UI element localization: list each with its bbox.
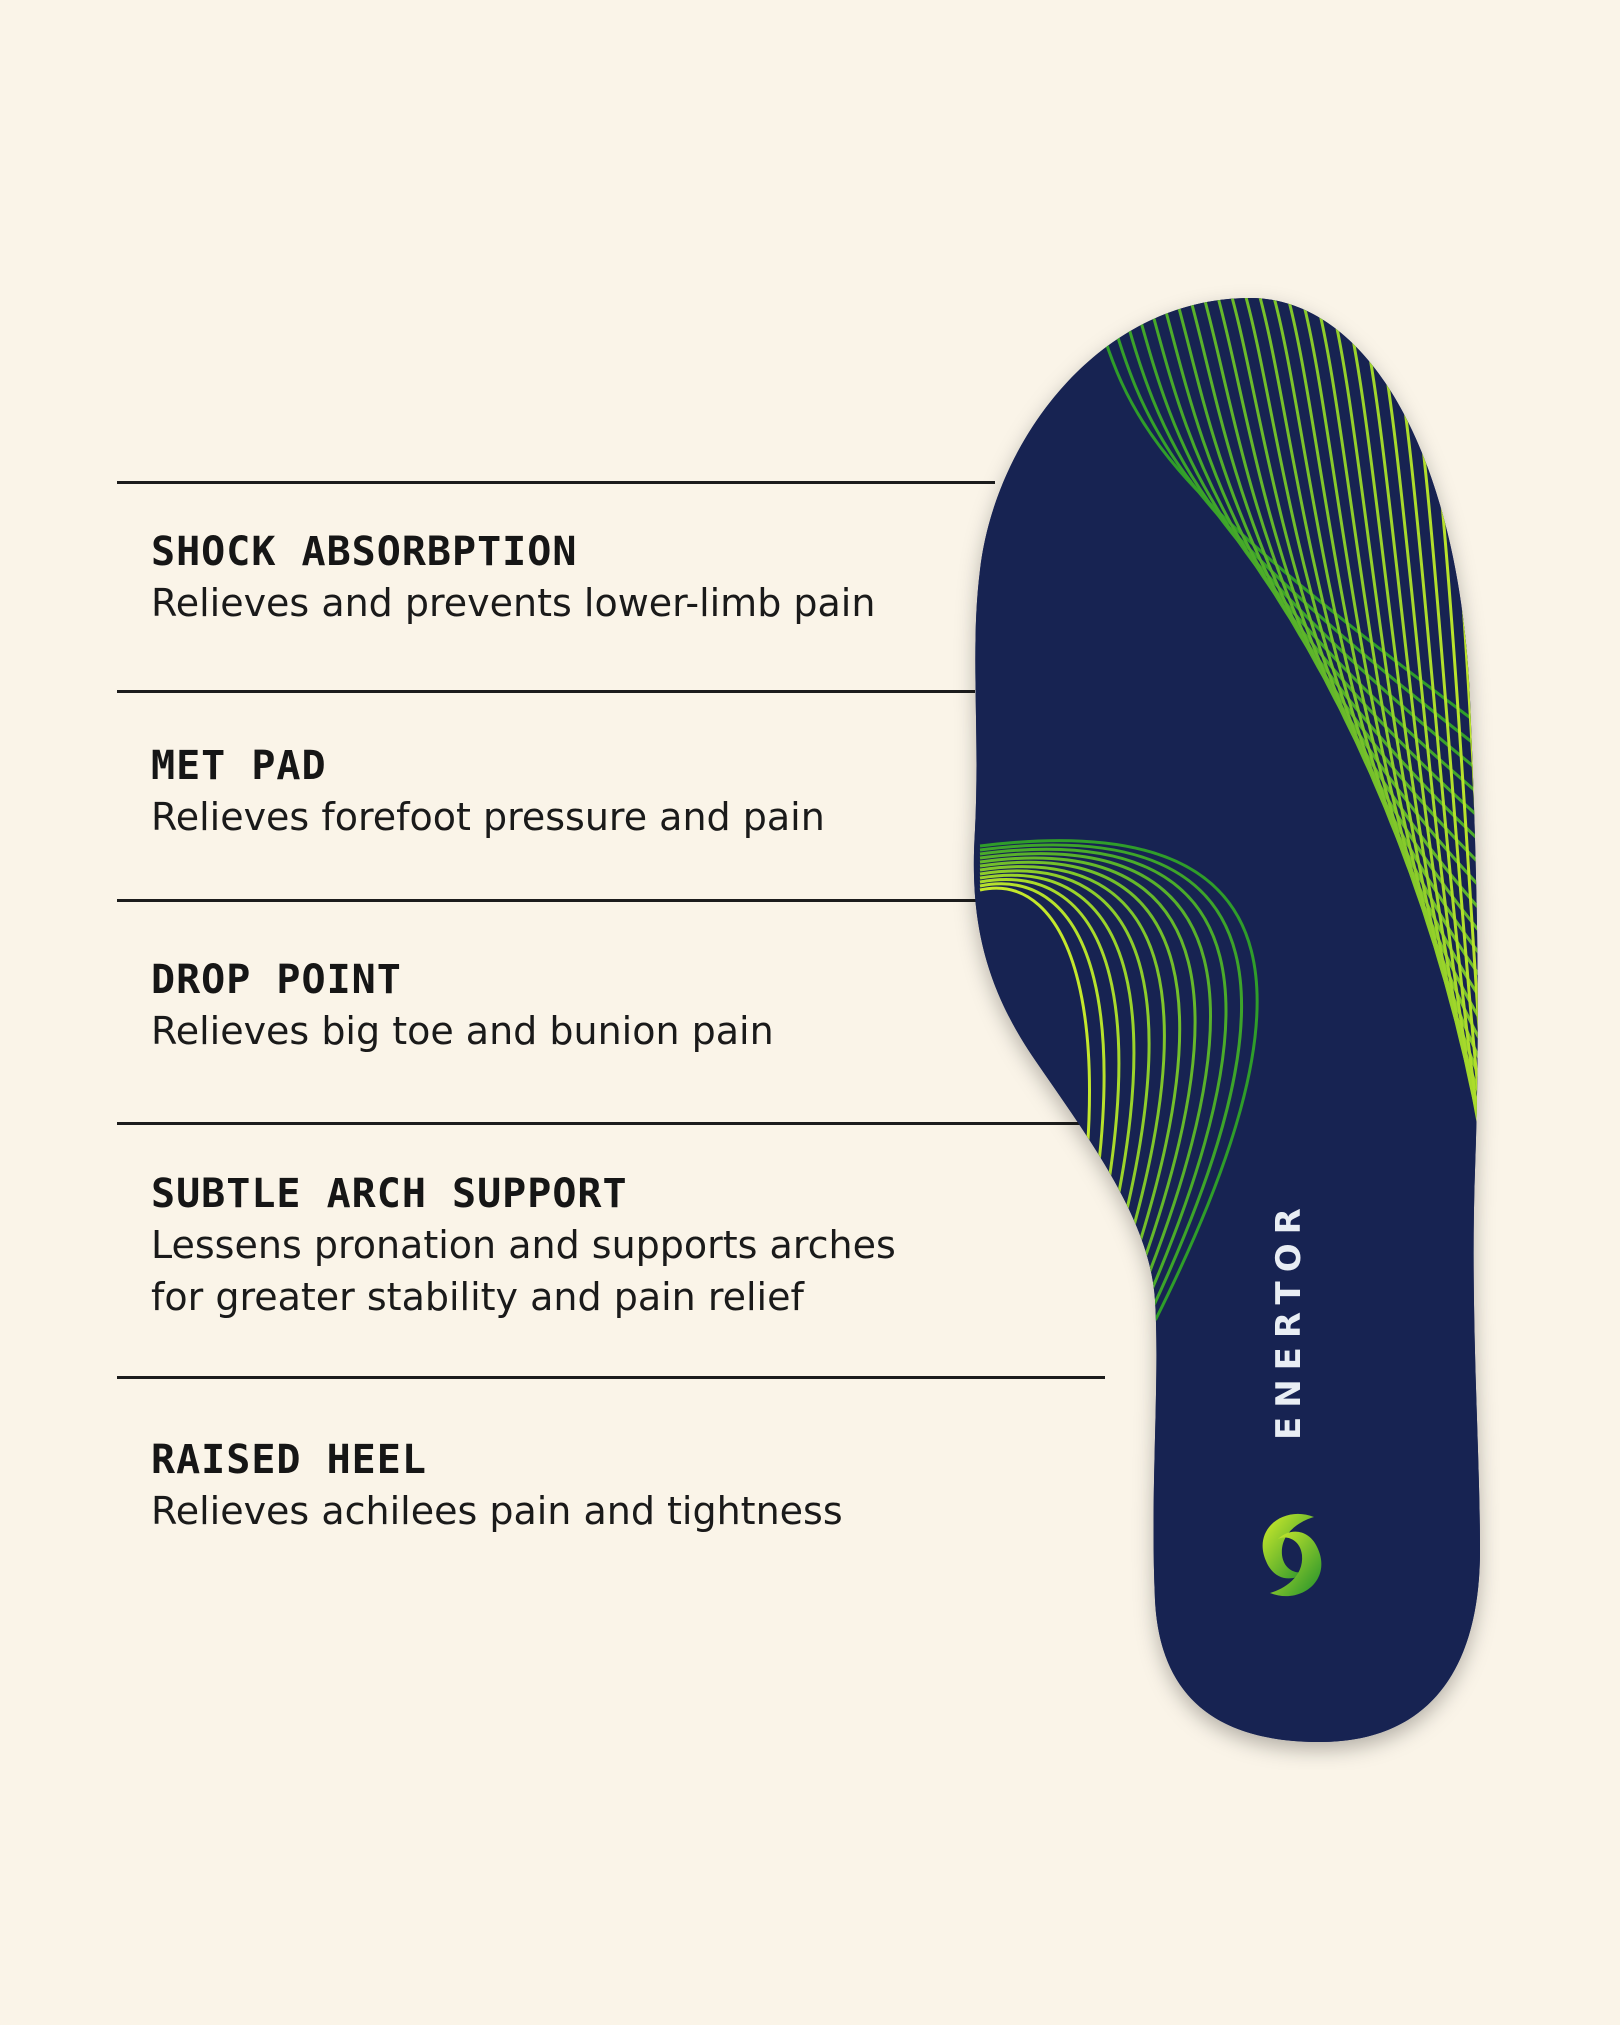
feature-description-shock-absorption: Relieves and prevents lower-limb pain [151, 581, 876, 625]
feature-description-drop-point: Relieves big toe and bunion pain [151, 1009, 774, 1053]
divider-4 [117, 1122, 1100, 1125]
forefoot-wave-lines [1088, 298, 1481, 1341]
divider-2 [117, 690, 975, 693]
forefoot-wave-line [1116, 298, 1481, 790]
brand-name: ENERTOR [1269, 1199, 1309, 1440]
brand-wordmark: ENERTOR [1269, 1199, 1309, 1440]
arch-wave-line [979, 856, 1197, 1321]
arch-wave-line [979, 869, 1151, 1321]
feature-title-shock-absorption: SHOCK ABSORBPTION [151, 529, 578, 575]
forefoot-wave-line [1158, 298, 1481, 862]
forefoot-wave-line [1144, 298, 1481, 838]
insole-illustration: ENERTOR [973, 298, 1481, 1742]
feature-description-met-pad: Relieves forefoot pressure and pain [151, 795, 825, 839]
feature-title-raised-heel: RAISED HEEL [151, 1437, 427, 1483]
enertor-swirl-icon [1262, 1513, 1322, 1597]
divider-1 [117, 481, 995, 484]
arch-wave-line [979, 865, 1166, 1321]
forefoot-wave-line [1130, 298, 1481, 814]
divider-5 [117, 1376, 1105, 1379]
feature-title-drop-point: DROP POINT [151, 957, 402, 1003]
insole-pattern [973, 298, 1481, 1742]
feature-description-raised-heel: Relieves achilees pain and tightness [151, 1489, 843, 1533]
feature-description-subtle-arch-support-line-1: Lessens pronation and supports arches [151, 1223, 896, 1267]
feature-title-subtle-arch-support: SUBTLE ARCH SUPPORT [151, 1171, 628, 1217]
forefoot-wave-line [1242, 298, 1481, 1005]
feature-title-met-pad: MET PAD [151, 743, 327, 789]
arch-wave-line [979, 860, 1182, 1321]
arch-wave-line [979, 839, 1259, 1321]
arch-wave-line [979, 847, 1228, 1321]
feature-description-subtle-arch-support-line-2: for greater stability and pain relief [151, 1275, 804, 1319]
arch-wave-line [979, 843, 1244, 1321]
arch-wave-line [979, 852, 1212, 1321]
forefoot-wave-line [1256, 298, 1481, 1029]
divider-3 [117, 899, 1029, 902]
forefoot-wave-line [1172, 298, 1481, 886]
